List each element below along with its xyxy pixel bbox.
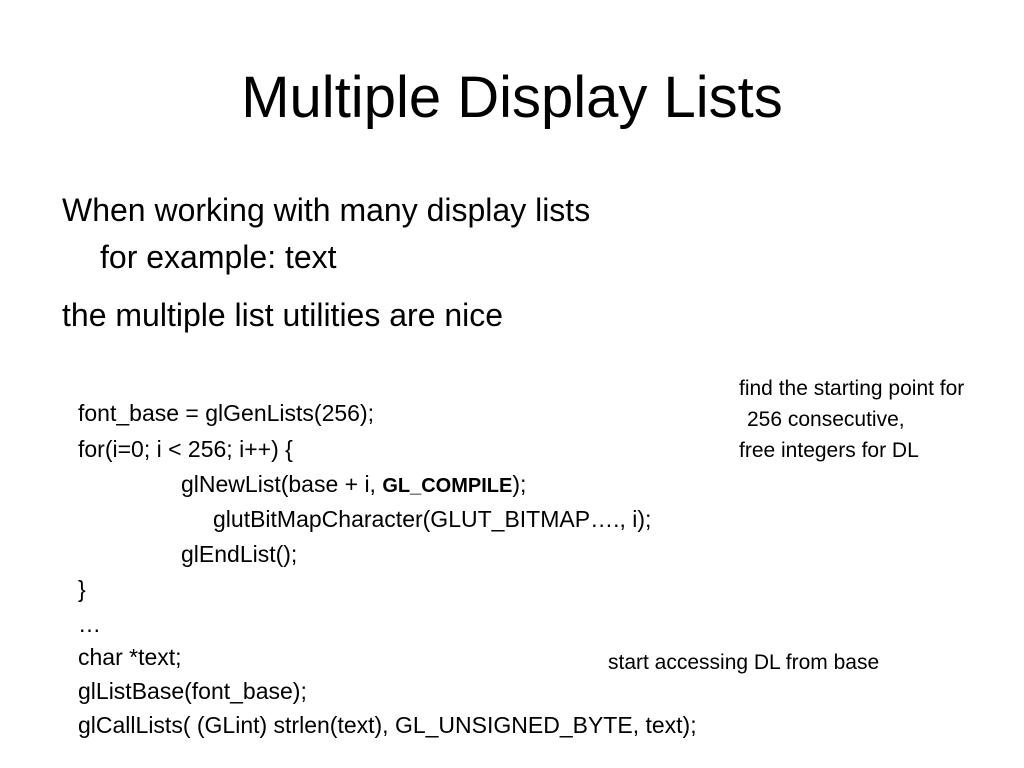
code-line-close-brace: } [78,576,86,602]
slide-title: Multiple Display Lists [241,65,783,130]
annotation-line: free integers for DL [739,439,919,462]
code-line-list-base: glListBase(font_base); [78,678,307,704]
annotation-gen-lists: find the starting point for 256 consecut… [739,373,964,466]
code-line-ellipsis: … [78,611,101,637]
bullet-item: the multiple list utilities are nice [62,297,504,333]
code-text: ); [512,471,527,497]
code-line-bitmap-character: glutBitMapCharacter(GLUT_BITMAP…., i); [213,506,652,532]
bullet-item: When working with many display lists [62,192,591,228]
code-line-gen-lists: font_base = glGenLists(256); [78,400,374,426]
bullet-subitem: for example: text [100,239,337,275]
code-line-end-list: glEndList(); [181,541,298,567]
code-line-char-text: char *text; [78,644,182,670]
code-line-call-lists: glCallLists( (GLint) strlen(text), GL_UN… [78,712,697,738]
code-text: glNewList(base + i, [181,471,383,497]
annotation-line: 256 consecutive, [747,408,905,431]
code-line-new-list: glNewList(base + i, GL_COMPILE); [181,469,526,501]
code-keyword-gl-compile: GL_COMPILE [382,475,513,497]
annotation-line: find the starting point for [739,377,965,400]
code-line-for-loop: for(i=0; i < 256; i++) { [78,436,293,462]
annotation-list-base: start accessing DL from base [608,651,880,674]
